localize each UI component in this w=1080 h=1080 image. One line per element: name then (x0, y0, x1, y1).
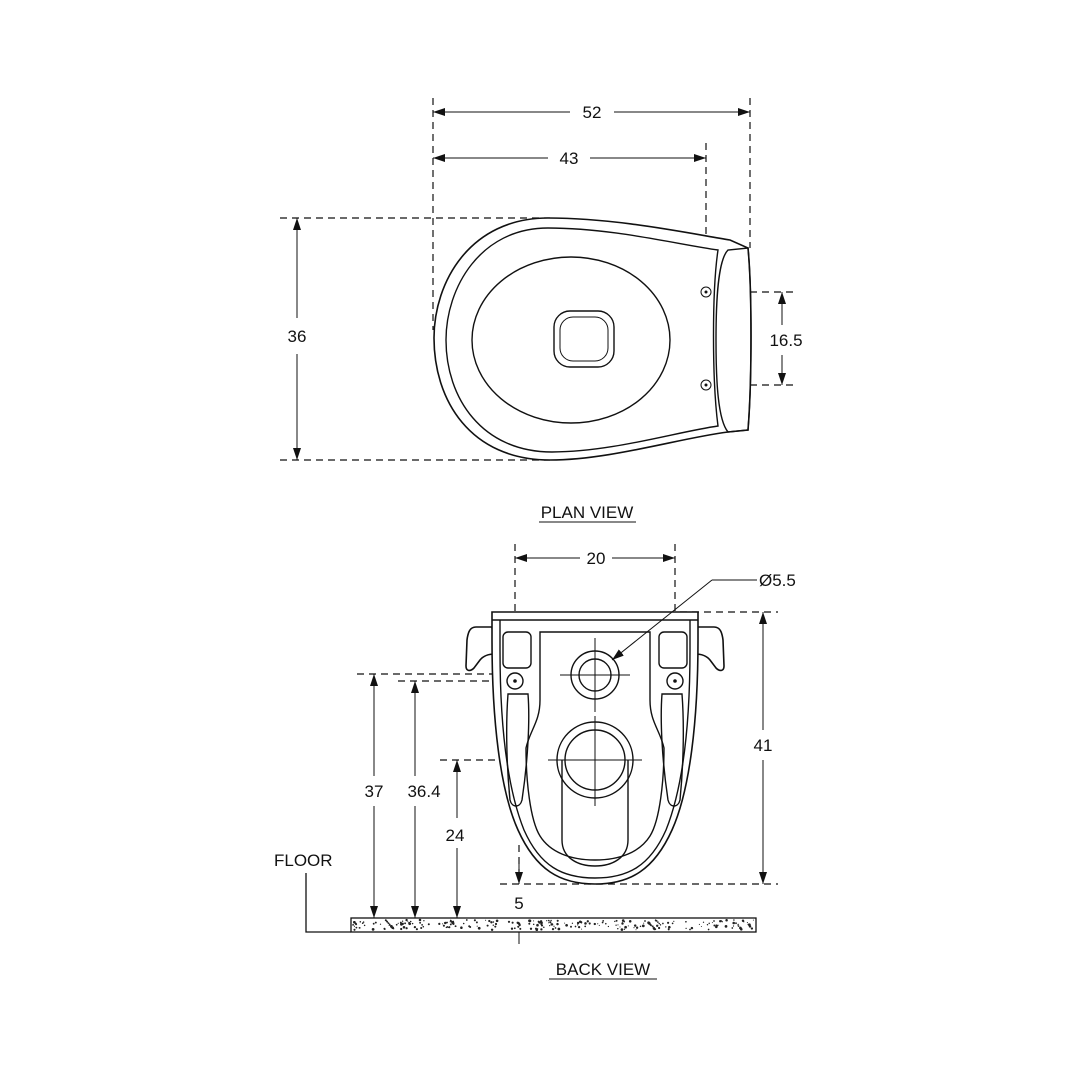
dimension-width: 36 (288, 218, 307, 460)
dimension-label: 5 (514, 894, 523, 913)
left-rib (506, 693, 530, 807)
dimension-overall-length: 52 (433, 103, 750, 122)
inlet-diameter-leader: Ø5.5 (611, 571, 796, 661)
dimension-body-length: 43 (433, 149, 706, 168)
left-fixing-slot (502, 631, 532, 669)
inlet-pipe (560, 638, 630, 712)
bowl-outline (471, 256, 671, 424)
right-fixing-ear (693, 626, 725, 672)
dimension-fixing-centres: 20 (515, 549, 675, 568)
dimension-inlet-height: 36.4 (407, 681, 441, 918)
right-fixing-slot (658, 631, 688, 669)
dimension-fixing-spacing: 16.5 (769, 292, 803, 385)
dimension-label: 43 (560, 149, 579, 168)
dimension-label: 36.4 (407, 782, 440, 801)
dimension-label: 36 (288, 327, 307, 346)
dimension-label: 52 (583, 103, 602, 122)
outlet-inner (559, 316, 609, 362)
dimension-label: 41 (754, 736, 773, 755)
back-plate (715, 247, 752, 433)
dimension-label: 37 (365, 782, 384, 801)
right-rib (660, 693, 684, 807)
dimension-label: 24 (446, 826, 465, 845)
back-view-title: BACK VIEW (556, 960, 650, 979)
pan-outline (433, 217, 752, 461)
outlet-outline (553, 310, 615, 368)
fixing-hole-lower (700, 379, 712, 391)
right-fixing-hole (666, 672, 684, 690)
outlet-pipe (548, 716, 642, 867)
dimension-outlet-height: 24 (446, 760, 465, 918)
left-fixing-hole (506, 672, 524, 690)
fixing-hole-upper (700, 286, 712, 298)
floor: FLOOR (274, 851, 757, 933)
dimension-label: 16.5 (769, 331, 802, 350)
floor-label: FLOOR (274, 851, 333, 870)
dimension-fixing-height: 37 (365, 674, 384, 918)
dimension-label: Ø5.5 (759, 571, 796, 590)
back-view: Ø5.5 20 41 37 36.4 24 (274, 544, 796, 980)
central-recess (525, 631, 665, 861)
floor-hatch (352, 918, 754, 932)
dimension-total-height: 41 (754, 612, 773, 884)
floor-leader (305, 873, 351, 933)
plan-view-title: PLAN VIEW (541, 503, 634, 522)
pan-rim (445, 227, 719, 453)
plan-view: 52 43 36 16.5 PLAN VIEW (280, 98, 803, 523)
left-fixing-ear (465, 626, 496, 672)
dimension-label: 20 (587, 549, 606, 568)
